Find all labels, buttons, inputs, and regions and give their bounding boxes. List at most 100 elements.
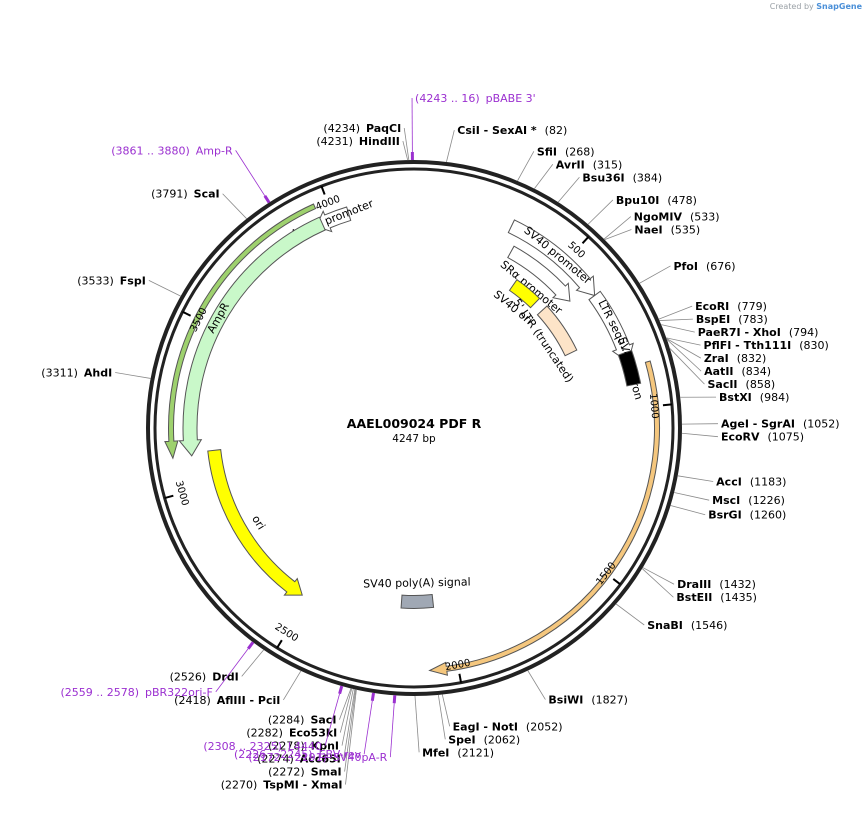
site-name: Bpu10I [616,194,660,207]
site-smai[interactable]: (2272)SmaI [268,766,341,779]
site-leader [222,193,247,219]
site-pflfi-tth111i[interactable]: PflFI - Tth111I(830) [704,339,829,352]
primer-range: (2172 .. 2191) [248,751,327,764]
site-sacii[interactable]: SacII(858) [707,378,775,391]
site-agei-sgrai[interactable]: AgeI - SgrAI(1052) [721,418,840,431]
site-ahdi[interactable]: (3311)AhdI [41,367,112,380]
site-bsu36i[interactable]: Bsu36I(384) [582,171,662,184]
site-name: PaeR7I - XhoI [698,326,781,339]
primer-range: (2308 .. 2325) [203,740,282,753]
site-saci[interactable]: (2284)SacI [268,714,337,727]
site-position: (268) [565,145,595,158]
site-drdi[interactable]: (2526) DrdI [170,670,239,683]
feature-sr-promoter[interactable] [507,245,571,302]
site-naei[interactable]: NaeI(535) [634,224,700,237]
primer-ebv-rev[interactable]: (2226 .. 2245)EBV-rev [234,748,362,761]
feature-ampr-orf[interactable] [164,203,317,460]
feature-sv40-intron[interactable] [617,349,642,387]
site-afliii-pcii[interactable]: (2418)AflIII - PciI [174,694,280,707]
site-bpu10i[interactable]: Bpu10I(478) [616,194,697,207]
site-name: BspEI [696,313,730,326]
site-ngomiv[interactable]: NgoMIV(533) [634,211,720,224]
site-name: AvrII [556,158,585,171]
site-bstxi[interactable]: BstXI(984) [719,391,789,404]
site-position: (2526) [170,670,207,683]
primer-amp-r[interactable]: (3861 .. 3880)Amp-R [111,144,233,157]
site-hindiii[interactable]: (4231)HindIII [316,135,400,148]
site-leader [437,694,446,740]
site-position: (2052) [526,720,563,733]
site-bsiwi[interactable]: BsiWI(1827) [548,694,628,707]
site-eagi-noti[interactable]: EagI - NotI(2052) [453,720,563,733]
site-avrii[interactable]: AvrII(315) [556,158,623,171]
site-acci[interactable]: AccI(1183) [716,476,786,489]
primer-l4440[interactable]: (2308 .. 2325)L4440 [203,740,322,753]
site-position: (676) [706,260,736,273]
site-spei[interactable]: SpeI(2062) [448,733,520,746]
site-zrai[interactable]: ZraI(832) [704,352,767,365]
primer-pbr322ori-f[interactable]: (2559 .. 2578)pBR322ori-F [60,686,212,699]
site-leader [639,265,671,284]
site-position: (384) [633,171,663,184]
feature-sv40-promoter[interactable] [507,219,596,297]
site-name: AatII [704,365,733,378]
primer-sv40pa-r[interactable]: (2172 .. 2191)SV40pA-R [248,751,387,764]
feature-sv40-poly-a-signal[interactable] [400,593,435,609]
site-msci[interactable]: MscI(1226) [712,494,785,507]
site-leader [557,177,580,203]
feature-orf[interactable] [428,360,660,676]
site-leader [339,688,353,733]
backbone [146,160,682,696]
site-position: (984) [760,391,790,404]
primer-name: pBR322ori-F [145,686,213,699]
site-sfii[interactable]: SfiI(268) [537,145,595,158]
feature-ampr[interactable] [178,216,326,457]
primer-layer: (4243 .. 16)pBABE 3' (3861 .. 3880)Amp-R (… [60,92,535,764]
site-draiii[interactable]: DraIII(1432) [677,578,756,591]
site-csii-sexai[interactable]: CsiI - SexAI *(82) [457,124,567,137]
site-leader [641,568,674,598]
site-tspmi-xmai[interactable]: (2270)TspMI - XmaI [221,779,343,792]
primer-pbabe-3[interactable]: (4243 .. 16)pBABE 3' [415,92,536,105]
tick-500 [581,236,590,245]
plasmid-name: AAEL009024 PDF R [347,416,482,431]
site-position: (535) [671,224,701,237]
site-name: Acc65I [300,753,341,766]
site-bspei[interactable]: BspEI(783) [696,313,768,326]
site-paqci[interactable]: (4234)PaqCI [323,122,401,135]
site-leader [403,127,410,161]
site-position: (4234) [323,122,360,135]
site-position: (4231) [316,135,353,148]
site-position: (832) [737,352,767,365]
site-leader [674,492,710,501]
site-leader [666,337,701,346]
site-paer7i-xhoi[interactable]: PaeR7I - XhoI(794) [698,326,819,339]
site-eco53ki[interactable]: (2282)Eco53kI [246,727,337,740]
site-leader [587,199,614,225]
site-fspi[interactable]: (3533)FspI [77,274,146,287]
site-aatii[interactable]: AatII(834) [704,365,771,378]
site-kpni[interactable]: (2278)KpnI [268,740,339,753]
site-bsrgi[interactable]: BsrGI(1260) [708,509,786,522]
site-bsteii[interactable]: BstEII(1435) [676,591,756,604]
site-mfei[interactable]: MfeI(2121) [422,746,494,759]
feature-5-ltr-truncated[interactable] [536,305,578,357]
site-position: (2418) [174,694,211,707]
site-name: NgoMIV [634,211,683,224]
site-scai[interactable]: (3791)ScaI [151,188,220,201]
feature-ori[interactable] [207,449,303,596]
site-name: DraIII [677,578,711,591]
site-pfoi[interactable]: PfoI (676) [673,260,735,273]
site-name: DrdI [212,670,239,683]
site-name: TspMI - XmaI [263,779,342,792]
primer-name: EBV-rev [319,748,362,761]
site-name: SpeI [448,733,475,746]
site-name: PfoI [673,260,698,273]
site-ecori[interactable]: EcoRI(779) [695,300,767,313]
tick-label-2000: 2000 [444,658,471,673]
site-acc65i[interactable]: (2274)Acc65I [257,753,341,766]
site-ecorv[interactable]: EcoRV(1075) [721,431,804,444]
feature-sv40-ori[interactable] [508,279,541,309]
site-snabi[interactable]: SnaBI(1546) [647,619,727,632]
site-name: MscI [712,494,740,507]
